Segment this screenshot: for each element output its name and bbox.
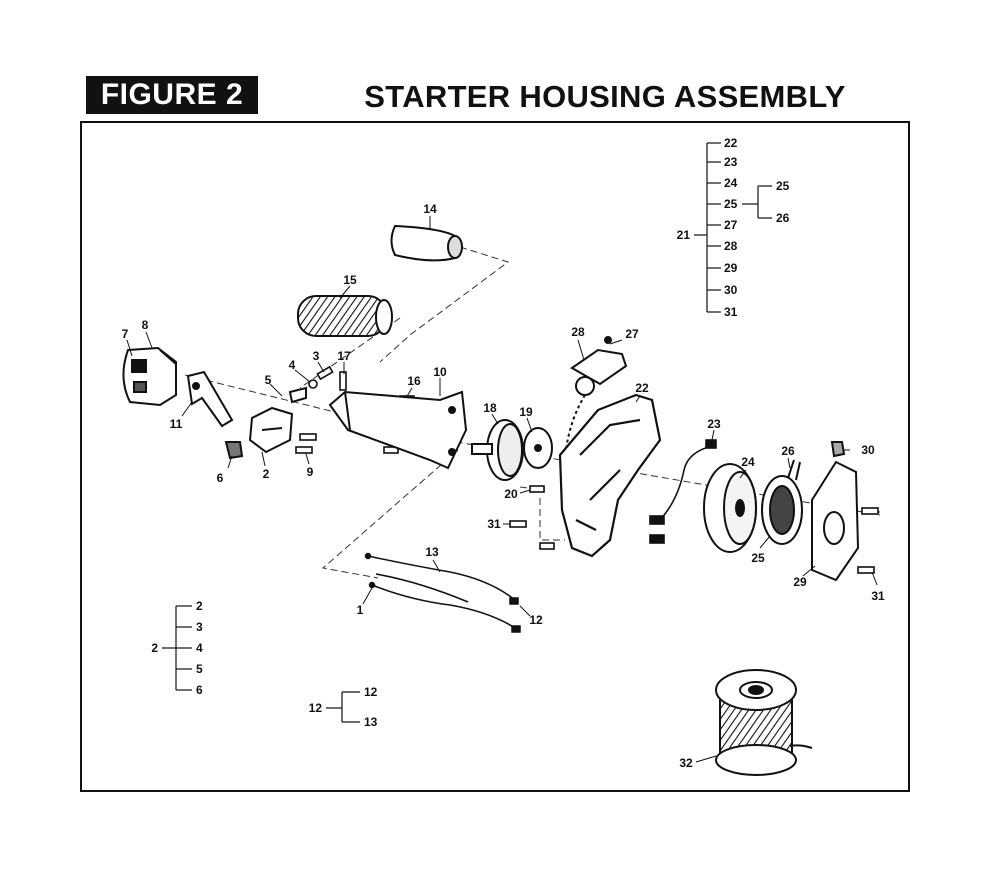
screw-20 <box>529 485 545 493</box>
kit-12-breakdown <box>326 691 360 723</box>
rotor-25-26 <box>761 459 803 545</box>
callout-28: 28 <box>571 325 585 339</box>
callout-4: 4 <box>289 358 296 372</box>
screw-10b <box>383 446 399 454</box>
callout-20: 20 <box>504 487 518 501</box>
part-callouts: 14 15 7 8 11 5 4 3 17 16 10 6 2 9 18 19 … <box>122 202 885 770</box>
washer-4 <box>308 379 318 389</box>
page-title: STARTER HOUSING ASSEMBLY <box>364 79 846 114</box>
kit-2-child-2: 3 <box>196 620 203 634</box>
disc-19 <box>523 427 553 469</box>
callout-17: 17 <box>337 349 351 363</box>
kit-2-child-1: 2 <box>196 599 203 613</box>
kit-21-child-2: 23 <box>724 155 738 169</box>
trigger-11 <box>186 370 234 428</box>
kit-21-child-7: 29 <box>724 261 738 275</box>
leader-lines <box>126 216 880 763</box>
callout-11: 11 <box>170 417 183 431</box>
screw-31d <box>857 566 875 574</box>
ribbed-grip-15 <box>297 295 393 337</box>
coil-24 <box>703 463 757 553</box>
kit-21-child-1: 22 <box>724 136 738 150</box>
starter-housing-22 <box>558 393 662 558</box>
callout-29: 29 <box>793 575 807 589</box>
kit-12-child-2: 13 <box>364 715 378 729</box>
handle-grip-14 <box>390 224 463 262</box>
callout-22: 22 <box>635 381 649 395</box>
clip-6 <box>224 441 244 460</box>
callout-32: 32 <box>679 756 693 770</box>
kit-21-child-4: 25 <box>724 197 738 211</box>
kit-21-child-5: 27 <box>724 218 738 232</box>
screw-31a <box>509 520 527 528</box>
kit-21-breakdown <box>694 142 772 313</box>
kit-12-parent: 12 <box>309 701 323 715</box>
callout-26: 26 <box>781 444 795 458</box>
screw-3 <box>316 365 334 381</box>
callout-16: 16 <box>407 374 421 388</box>
kit-21-child-8: 30 <box>724 283 738 297</box>
callout-31b: 31 <box>871 589 885 603</box>
callout-7: 7 <box>122 327 129 341</box>
screw-9b <box>299 433 317 441</box>
bracket-2-5 <box>248 386 307 454</box>
callout-18: 18 <box>483 401 497 415</box>
callout-10: 10 <box>433 365 447 379</box>
kit-21-child-3: 24 <box>724 176 738 190</box>
handle-tube-10 <box>328 390 468 470</box>
pulley-18 <box>471 419 524 481</box>
kit-21-labels: 21 22 23 24 25 27 28 29 30 31 25 26 <box>677 136 790 319</box>
callout-3: 3 <box>313 349 320 363</box>
kit-12-child-1: 12 <box>364 685 378 699</box>
callout-23: 23 <box>707 417 721 431</box>
kit-25-child-2: 26 <box>776 211 790 225</box>
callout-2: 2 <box>263 467 270 481</box>
cover-plate-28 <box>565 336 628 451</box>
callout-31a: 31 <box>487 517 501 531</box>
kit-21-child-9: 31 <box>724 305 738 319</box>
callout-8: 8 <box>142 318 149 332</box>
callout-19: 19 <box>519 405 533 419</box>
kit-2-child-4: 5 <box>196 662 203 676</box>
screw-31b <box>861 507 879 515</box>
switch-housing-7-8 <box>122 346 177 407</box>
screw-31c <box>539 542 555 550</box>
wire-harness-1-12-13 <box>364 552 521 633</box>
callout-12: 12 <box>529 613 543 627</box>
kit-2-child-3: 4 <box>196 641 203 655</box>
callout-5: 5 <box>265 373 272 387</box>
kit-2-child-5: 6 <box>196 683 203 697</box>
callout-25: 25 <box>751 551 765 565</box>
callout-15: 15 <box>343 273 357 287</box>
kit-12-labels: 12 12 13 <box>309 685 378 729</box>
callout-27: 27 <box>625 327 639 341</box>
figure-label: FIGURE 2 <box>86 76 258 114</box>
callout-14: 14 <box>423 202 437 216</box>
callout-9: 9 <box>307 465 314 479</box>
kit-21-child-6: 28 <box>724 239 738 253</box>
wire-23 <box>649 439 717 544</box>
kit-2-breakdown <box>162 605 192 691</box>
end-plate-29 <box>811 441 860 582</box>
screw-17 <box>339 371 347 391</box>
diagram-frame <box>80 121 910 792</box>
callout-13: 13 <box>425 545 439 559</box>
kit-2-labels: 2 2 3 4 5 6 <box>151 599 203 697</box>
screw-9 <box>295 446 313 454</box>
callout-30: 30 <box>861 443 875 457</box>
kit-2-parent: 2 <box>151 641 158 655</box>
kit-25-child-1: 25 <box>776 179 790 193</box>
kit-21-parent: 21 <box>677 228 691 242</box>
callout-24: 24 <box>741 455 755 469</box>
callout-6: 6 <box>217 471 224 485</box>
callout-1: 1 <box>357 603 364 617</box>
wire-spool-32 <box>715 669 813 776</box>
